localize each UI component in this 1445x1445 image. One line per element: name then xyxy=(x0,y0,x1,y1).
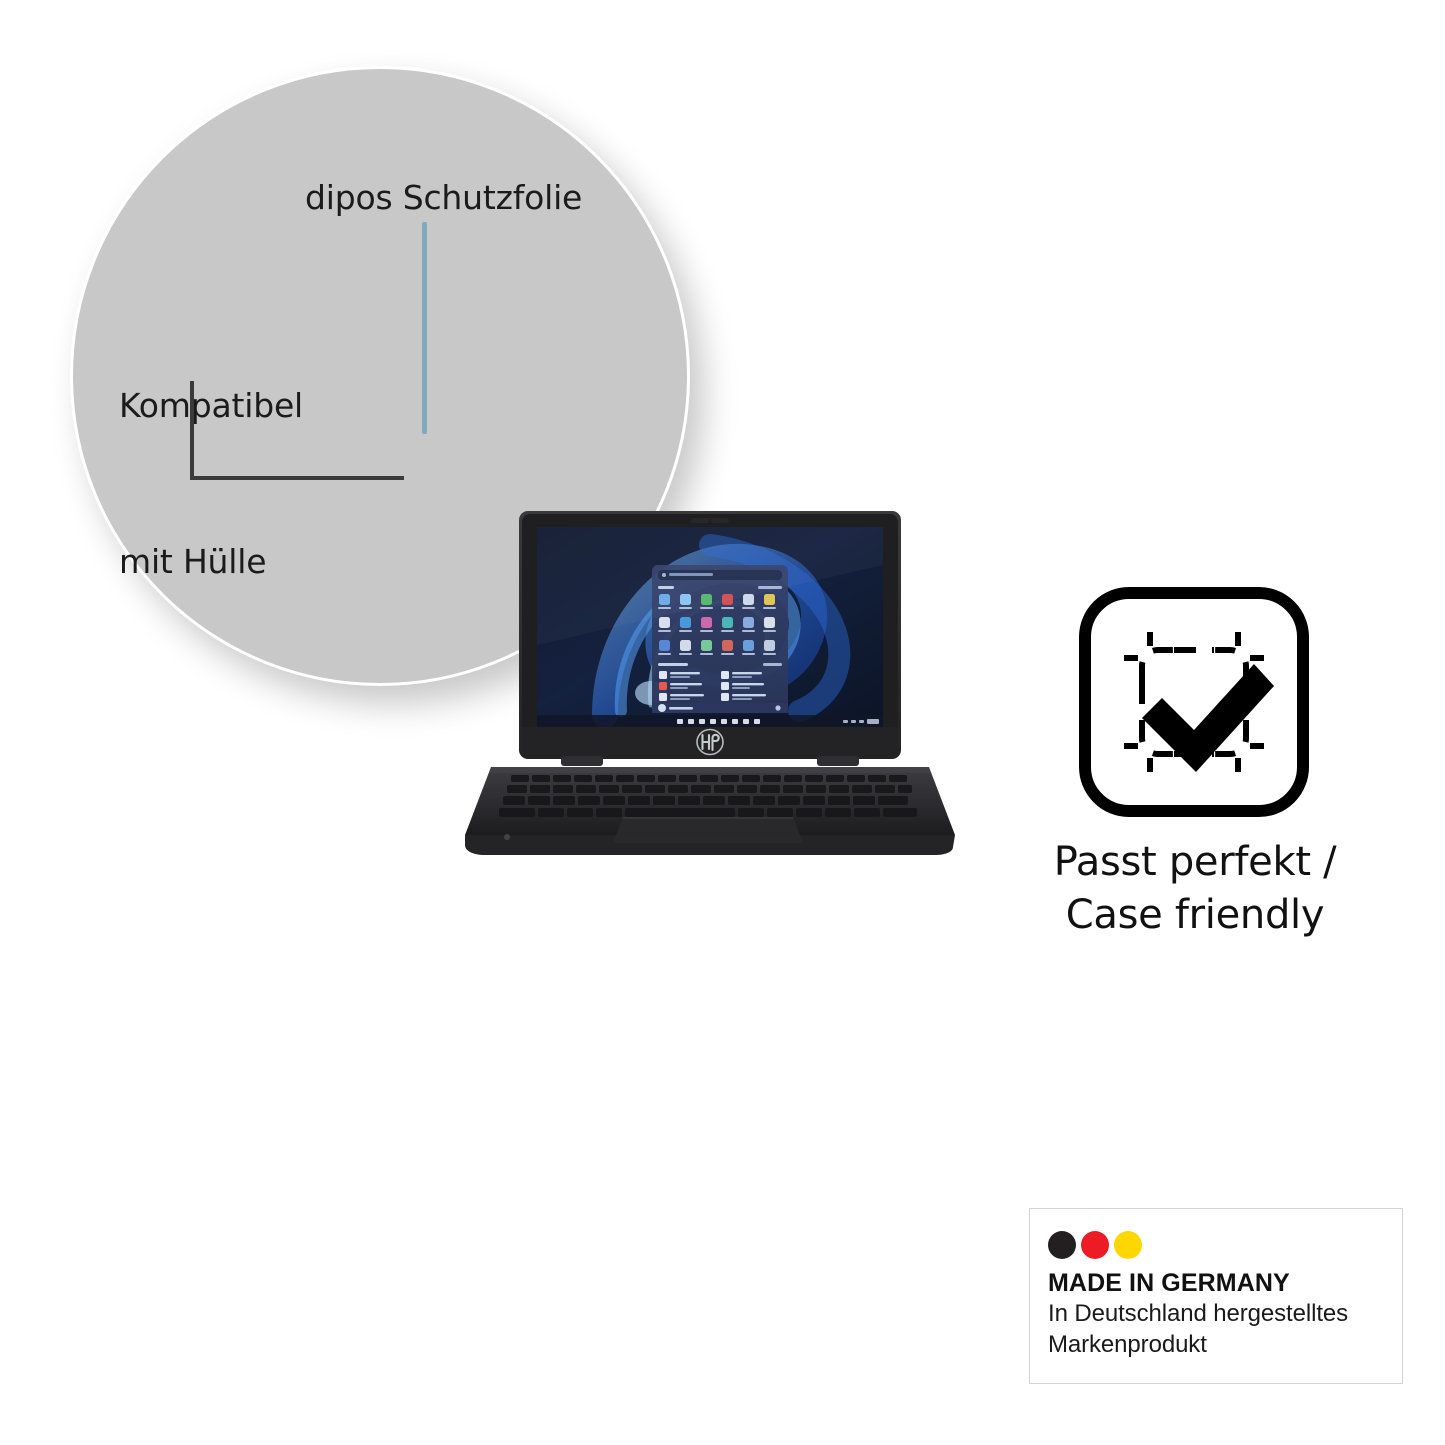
laptop-product-image xyxy=(455,505,965,860)
callout-compatibility-text: Kompatibel mit Hülle xyxy=(119,276,303,692)
callout-compat-line-1: Kompatibel xyxy=(119,386,304,425)
pointer-bracket-vertical xyxy=(190,381,194,480)
callout-title: dipos Schutzfolie xyxy=(305,178,583,217)
callout-compat-line-2: mit Hülle xyxy=(119,542,267,581)
flag-dot-red xyxy=(1081,1231,1109,1259)
german-flag-dots xyxy=(1048,1231,1402,1259)
flag-dot-black xyxy=(1048,1231,1076,1259)
made-in-germany-badge: MADE IN GERMANY In Deutschland hergestel… xyxy=(1029,1208,1403,1384)
case-fit-check-icon xyxy=(1078,586,1310,818)
pointer-bracket-horizontal xyxy=(190,476,404,480)
flag-dot-gold xyxy=(1114,1231,1142,1259)
case-friendly-caption: Passt perfekt / Case friendly xyxy=(1053,839,1337,938)
made-in-germany-title: MADE IN GERMANY xyxy=(1048,1269,1290,1297)
pointer-line-blue xyxy=(422,222,427,434)
made-in-germany-subtitle: In Deutschland hergestelltes Markenprodu… xyxy=(1048,1300,1349,1358)
